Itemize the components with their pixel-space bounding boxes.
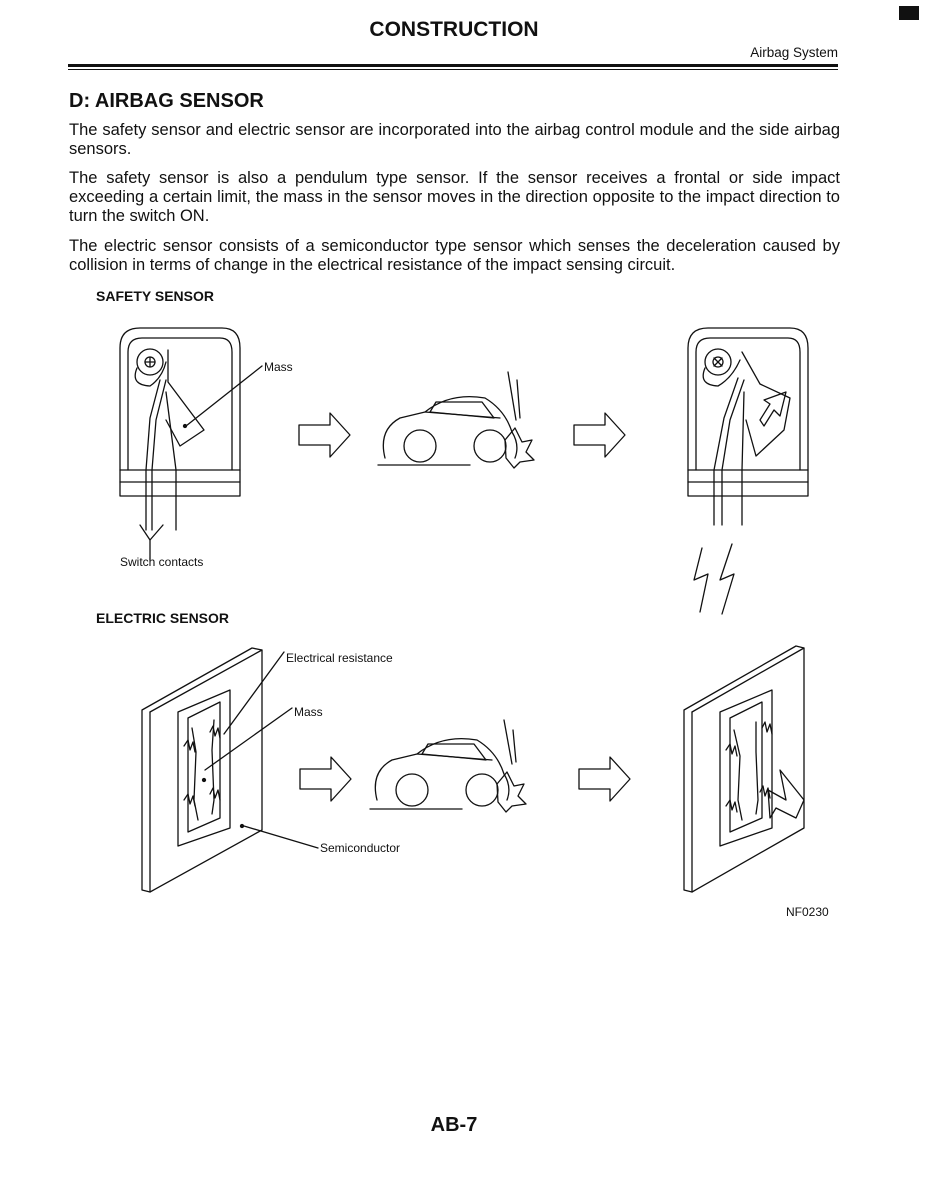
page-title: CONSTRUCTION [369, 18, 539, 41]
switch-contacts-label: Switch contacts [120, 555, 203, 569]
electrical-resistance-leader [223, 651, 285, 735]
header-rule [68, 64, 838, 67]
page-number: AB-7 [430, 1114, 478, 1136]
safety-sensor-heading: SAFETY SENSOR [96, 288, 214, 304]
car-impact-icon [369, 719, 527, 813]
semiconductor-label: Semiconductor [320, 841, 400, 855]
mass-leader-line [185, 365, 263, 427]
arrow-right-icon [298, 412, 351, 458]
car-impact-icon [377, 371, 535, 469]
paragraph-3: The electric sensor consists of a semico… [69, 237, 840, 274]
electric-sensor-heading: ELECTRIC SENSOR [96, 610, 230, 626]
section-heading: D: AIRBAG SENSOR [69, 90, 264, 112]
mass-electric-leader [204, 707, 293, 771]
electrical-resistance-label: Electrical resistance [286, 651, 393, 665]
arrow-right-icon [573, 412, 626, 458]
figure-code: NF0230 [786, 905, 829, 919]
arrow-right-icon [299, 756, 352, 802]
mass-electric-label: Mass [294, 705, 323, 719]
header-rule-thin [68, 69, 838, 70]
corner-tab-mark [899, 6, 919, 20]
mass-label: Mass [264, 360, 293, 374]
paragraph-1: The safety sensor and electric sensor ar… [69, 121, 840, 158]
safety-sensor-before-drawing [119, 327, 241, 561]
page-subtitle: Airbag System [750, 45, 838, 60]
safety-sensor-after-drawing [687, 327, 809, 615]
electric-sensor-before-drawing [141, 647, 263, 893]
electric-sensor-after-drawing [683, 645, 805, 893]
arrow-right-icon [578, 756, 631, 802]
semiconductor-leader [243, 825, 319, 849]
paragraph-2: The safety sensor is also a pendulum typ… [69, 169, 840, 225]
